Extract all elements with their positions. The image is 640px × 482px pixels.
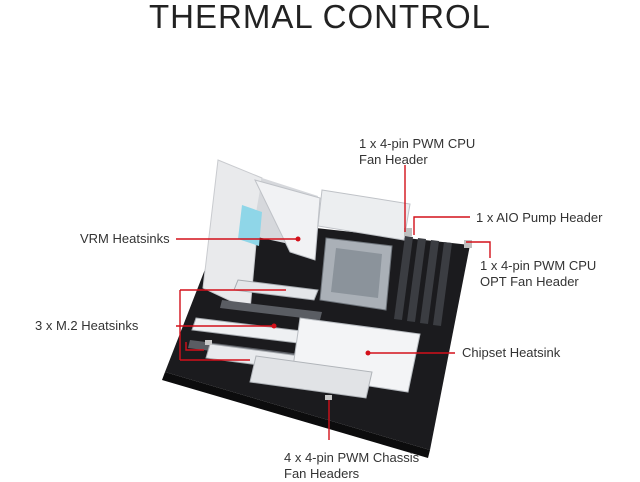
callout-cpu-opt <box>466 241 491 258</box>
fan-header-left <box>205 340 212 345</box>
ram-slot-1 <box>394 236 413 320</box>
label-chipset-heatsink: Chipset Heatsink <box>462 345 561 360</box>
label-aio-pump-header: 1 x AIO Pump Header <box>476 210 603 225</box>
rog-logo-panel <box>238 205 262 246</box>
ram-slot-3 <box>420 240 439 324</box>
label-cpu-fan-header: 1 x 4-pin PWM CPU Fan Header <box>359 136 476 167</box>
vrm-heatsink-top <box>317 189 411 241</box>
label-m2-heatsinks: 3 x M.2 Heatsinks <box>35 318 139 333</box>
ram-slot-2 <box>407 238 426 322</box>
chipset-heatsink-lower <box>249 355 373 399</box>
pcie-slot-1 <box>220 300 322 320</box>
cpu-fan-header-chip <box>404 228 412 236</box>
callout-dots <box>271 236 371 356</box>
callout-lines <box>176 165 491 440</box>
page-title: THERMAL CONTROL <box>149 0 491 35</box>
label-cpu-opt-fan-header: 1 x 4-pin PWM CPU OPT Fan Header <box>480 258 597 289</box>
label-chassis-fan-headers: 4 x 4-pin PWM Chassis Fan Headers <box>284 450 420 481</box>
label-vrm-heatsinks: VRM Heatsinks <box>80 231 170 246</box>
vrm-heatsink-left <box>254 179 321 261</box>
ram-slot-4 <box>433 242 452 326</box>
callout-aio-pump <box>413 216 470 235</box>
callout-chassis-left <box>185 342 204 351</box>
fan-header-bottom <box>325 395 332 400</box>
opt-fan-header-chip <box>464 240 472 248</box>
pcb-edge <box>162 372 430 458</box>
cpu-socket-inner <box>331 248 382 298</box>
